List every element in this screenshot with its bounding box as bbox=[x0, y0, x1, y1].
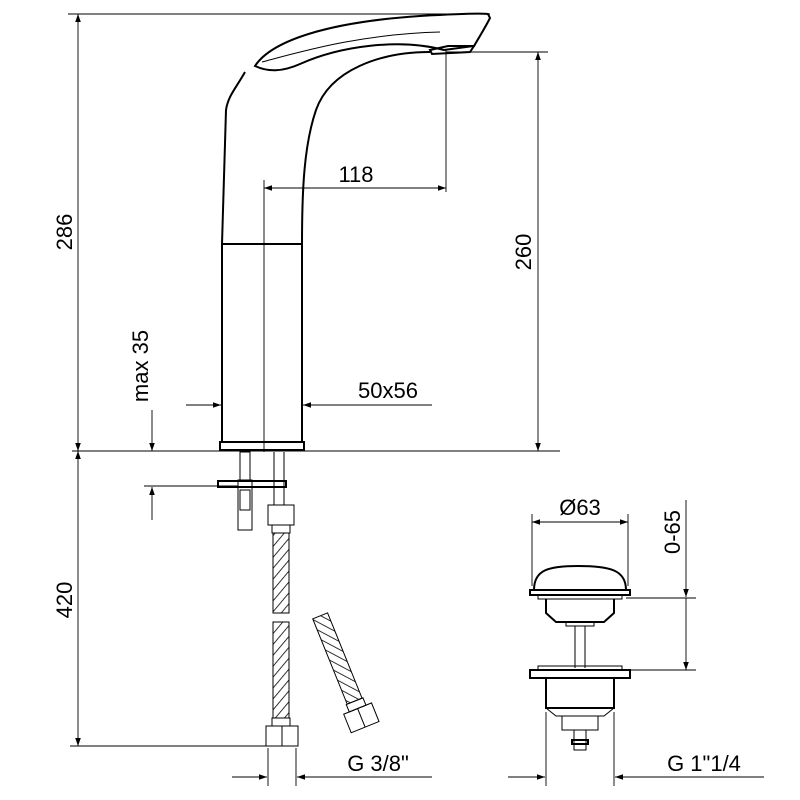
dimension-waste-thread: G 1"1/4 bbox=[508, 712, 764, 786]
dimension-hose-thread: G 3/8" bbox=[232, 748, 432, 786]
label-outlet-height: 260 bbox=[511, 234, 536, 271]
label-waste-thread: G 1"1/4 bbox=[667, 751, 741, 776]
dimension-waste-range: 0-65 bbox=[626, 500, 696, 671]
dimension-outlet-height: 260 bbox=[446, 51, 548, 451]
flex-hose-vertical bbox=[265, 504, 299, 747]
label-max-deck: max 35 bbox=[128, 330, 153, 402]
label-hose-length: 420 bbox=[52, 582, 77, 619]
dimension-max-deck: max 35 bbox=[128, 330, 238, 520]
dimension-spout-reach: 118 bbox=[263, 50, 447, 452]
dimension-waste-diameter: Ø63 bbox=[531, 495, 629, 586]
flex-hose-angled bbox=[312, 612, 380, 734]
dimension-base-size: 50x56 bbox=[186, 378, 432, 408]
dimension-overall-height: 286 bbox=[52, 13, 490, 451]
faucet-body bbox=[219, 12, 492, 451]
label-base-size: 50x56 bbox=[358, 378, 418, 403]
label-overall-height: 286 bbox=[52, 214, 77, 251]
label-spout-reach: 118 bbox=[338, 162, 373, 187]
waste-valve bbox=[529, 564, 631, 751]
mounting-stud bbox=[217, 451, 287, 531]
label-waste-diameter: Ø63 bbox=[559, 495, 601, 520]
label-waste-range: 0-65 bbox=[660, 510, 685, 554]
label-hose-thread: G 3/8" bbox=[347, 751, 409, 776]
dimension-hose-length: 420 bbox=[52, 451, 266, 747]
